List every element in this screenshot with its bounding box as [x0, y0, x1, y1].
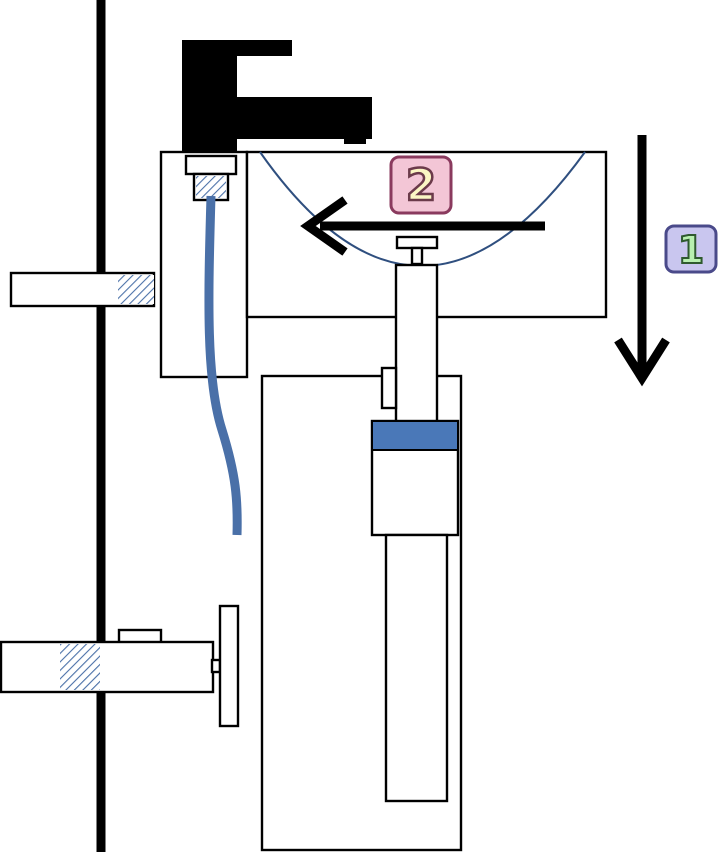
siphon-tube	[384, 533, 449, 803]
flexible-hose	[204, 195, 242, 536]
step-number-2: 2	[406, 160, 437, 211]
hose-connector-nut	[184, 154, 238, 202]
siphon-band	[373, 422, 457, 450]
arrow-down-icon	[614, 135, 670, 387]
drain-pipe	[394, 263, 439, 427]
drain-side-clip	[380, 366, 398, 410]
upper-wall-bracket	[9, 271, 156, 308]
wall-valve	[0, 604, 240, 728]
step-badge-2: 2	[389, 155, 453, 215]
step-badge-1: 1	[664, 224, 718, 274]
arrow-left-icon	[300, 196, 545, 256]
faucet	[182, 40, 372, 152]
valve-handle	[218, 604, 240, 728]
step-number-1: 1	[678, 228, 704, 272]
siphon-body	[370, 419, 460, 537]
